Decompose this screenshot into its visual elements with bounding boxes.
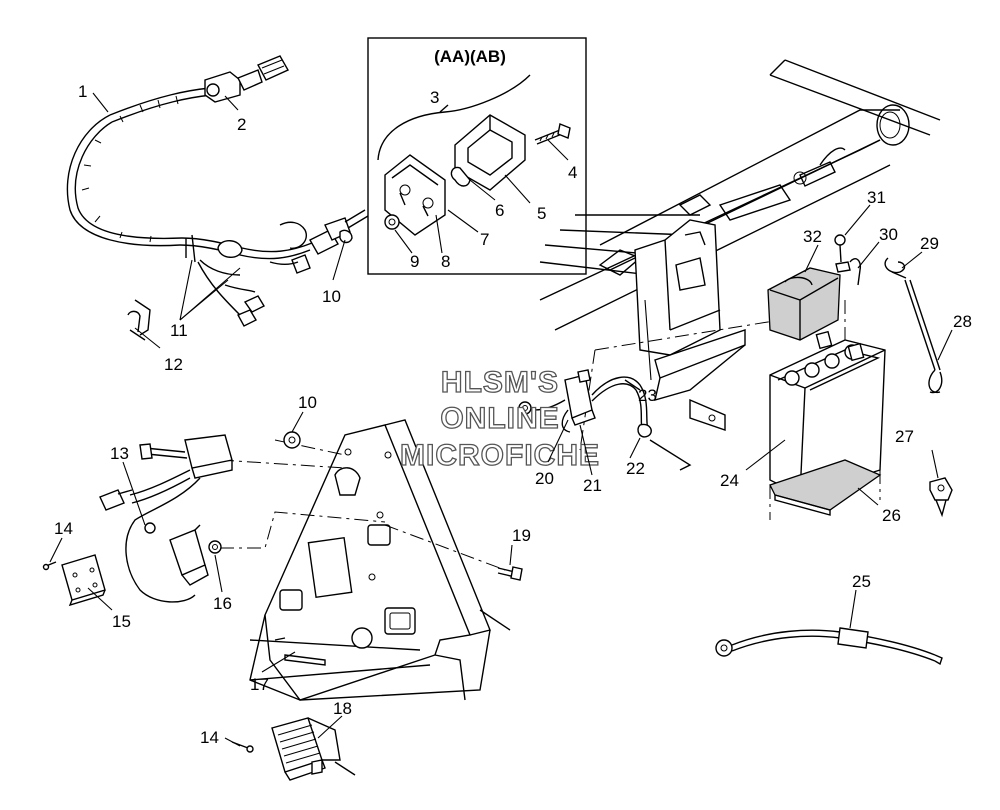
callout-25: 25 (852, 572, 871, 591)
callout-17: 17 (250, 675, 269, 694)
starter-relay (518, 369, 652, 438)
grommet-10 (283, 431, 301, 449)
callout-2: 2 (237, 115, 246, 134)
watermark-line-3: MICROFICHE (400, 439, 600, 472)
callout-15: 15 (112, 612, 131, 631)
callout-19: 19 (512, 526, 531, 545)
callout-6: 6 (495, 201, 504, 220)
watermark-line-2: ONLINE (440, 402, 559, 435)
callout-26: 26 (882, 506, 901, 525)
battery-pad (767, 267, 841, 341)
callout-10-lower: 10 (298, 393, 317, 412)
callout-16: 16 (213, 594, 232, 613)
callout-31: 31 (867, 188, 886, 207)
battery (769, 300, 886, 520)
mounting-plate (42, 554, 106, 607)
callout-32: 32 (803, 227, 822, 246)
inset-title: (AA)(AB) (434, 47, 506, 66)
watermark: HLSM'S ONLINE MICROFICHE (399, 365, 600, 472)
fuse-holder (929, 477, 953, 518)
battery-holder-bracket (579, 219, 781, 471)
callout-14-lower: 14 (200, 728, 219, 747)
callout-9: 9 (410, 252, 419, 271)
callout-3: 3 (430, 88, 439, 107)
callout-28: 28 (953, 312, 972, 331)
rectifier (231, 717, 356, 781)
callout-12: 12 (164, 355, 183, 374)
callout-14-upper: 14 (54, 519, 73, 538)
callout-13: 13 (110, 444, 129, 463)
battery-cable (715, 627, 943, 666)
callout-11: 11 (170, 321, 188, 340)
cdi-module (99, 434, 233, 603)
callout-4: 4 (568, 163, 577, 182)
callout-7: 7 (480, 230, 489, 249)
leader-lines (49, 92, 953, 747)
callout-29: 29 (920, 234, 939, 253)
callout-30: 30 (879, 225, 898, 244)
battery-strap (884, 257, 943, 394)
callout-24: 24 (720, 471, 739, 490)
ignition-coil (144, 522, 222, 586)
screw-19 (497, 566, 523, 581)
callout-20: 20 (535, 469, 554, 488)
callout-numbers: 1 2 3 4 5 6 7 8 9 10 11 12 13 10 14 15 1… (54, 82, 972, 747)
battery-screw (834, 234, 862, 286)
callout-10-upper: 10 (322, 287, 341, 306)
callout-27: 27 (895, 427, 914, 446)
watermark-line-1: HLSM'S (441, 366, 559, 399)
callout-1: 1 (78, 82, 87, 101)
electrical-panel (219, 419, 511, 701)
callout-23: 23 (638, 386, 657, 405)
wire-harness (66, 55, 369, 341)
callout-8: 8 (441, 252, 450, 271)
callout-21: 21 (583, 476, 602, 495)
callout-22: 22 (626, 459, 645, 478)
inset-box: (AA)(AB) (367, 37, 587, 275)
callout-18: 18 (333, 699, 352, 718)
callout-5: 5 (537, 204, 546, 223)
